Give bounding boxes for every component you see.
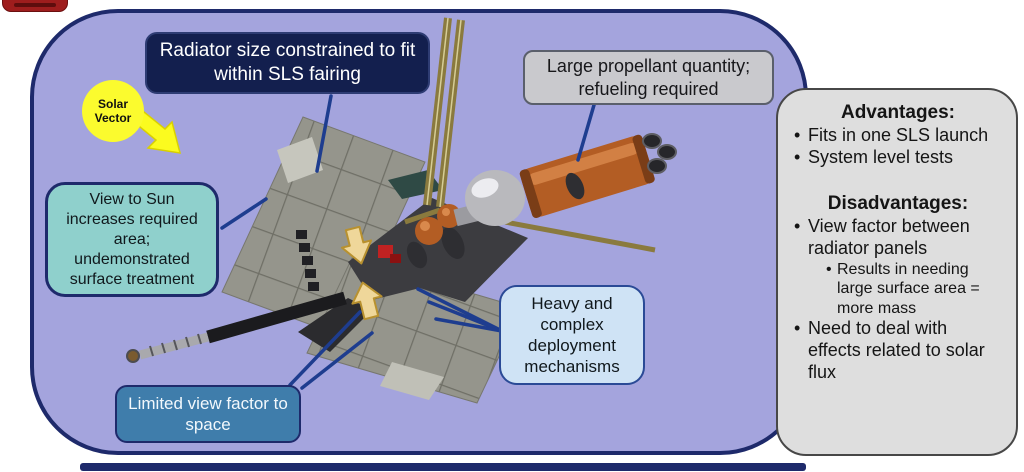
up-arrow-icon [351, 281, 383, 321]
flow-arrows [340, 225, 383, 321]
solar-vector-text: Solar Vector [94, 96, 132, 125]
callout-propellant-text: Large propellant quantity; refueling req… [546, 56, 751, 99]
down-arrow-icon [340, 225, 373, 265]
advantage-item: System level tests [792, 147, 1004, 169]
solar-array [404, 17, 656, 253]
disadvantages-list: View factor between radiator panels [792, 216, 1004, 260]
callout-deployment: Heavy and complex deployment mechanisms [499, 285, 645, 385]
callout-radiator-size: Radiator size constrained to fit within … [145, 32, 430, 94]
advantage-item: Fits in one SLS launch [792, 125, 1004, 147]
disadvantage-sublist: Results in needing large surface area = … [824, 260, 1004, 319]
callout-radiator-size-text: Radiator size constrained to fit within … [159, 40, 416, 85]
callout-view-to-sun-text: View to Sun increases required area; und… [66, 190, 198, 288]
callout-view-to-sun: View to Sun increases required area; und… [45, 182, 219, 297]
disadvantage-subitem: Results in needing large surface area = … [824, 260, 1004, 319]
disadvantage-item: View factor between radiator panels [792, 216, 1004, 260]
advantages-title: Advantages: [840, 102, 956, 123]
callout-deployment-text: Heavy and complex deployment mechanisms [524, 293, 620, 377]
panel-spacer [792, 169, 1004, 191]
pros-cons-panel: Advantages: Fits in one SLS launch Syste… [776, 88, 1018, 456]
disadvantages-title: Disadvantages: [827, 192, 969, 214]
bottom-accent-bar [80, 463, 806, 471]
callout-view-factor: Limited view factor to space [115, 385, 301, 443]
advantages-list: Fits in one SLS launch System level test… [792, 125, 1004, 169]
ribbon-text-scribble [14, 3, 56, 7]
callout-view-factor-text: Limited view factor to space [128, 393, 288, 434]
solar-vector-label: Solar Vector [82, 80, 144, 142]
callout-propellant: Large propellant quantity; refueling req… [523, 50, 774, 105]
disadvantages-list: Need to deal with effects related to sol… [792, 318, 1004, 384]
engine-nozzles [642, 133, 677, 174]
propellant-tanks [406, 133, 677, 269]
disadvantage-item: Need to deal with effects related to sol… [792, 318, 1004, 384]
connector-lines [220, 94, 596, 390]
